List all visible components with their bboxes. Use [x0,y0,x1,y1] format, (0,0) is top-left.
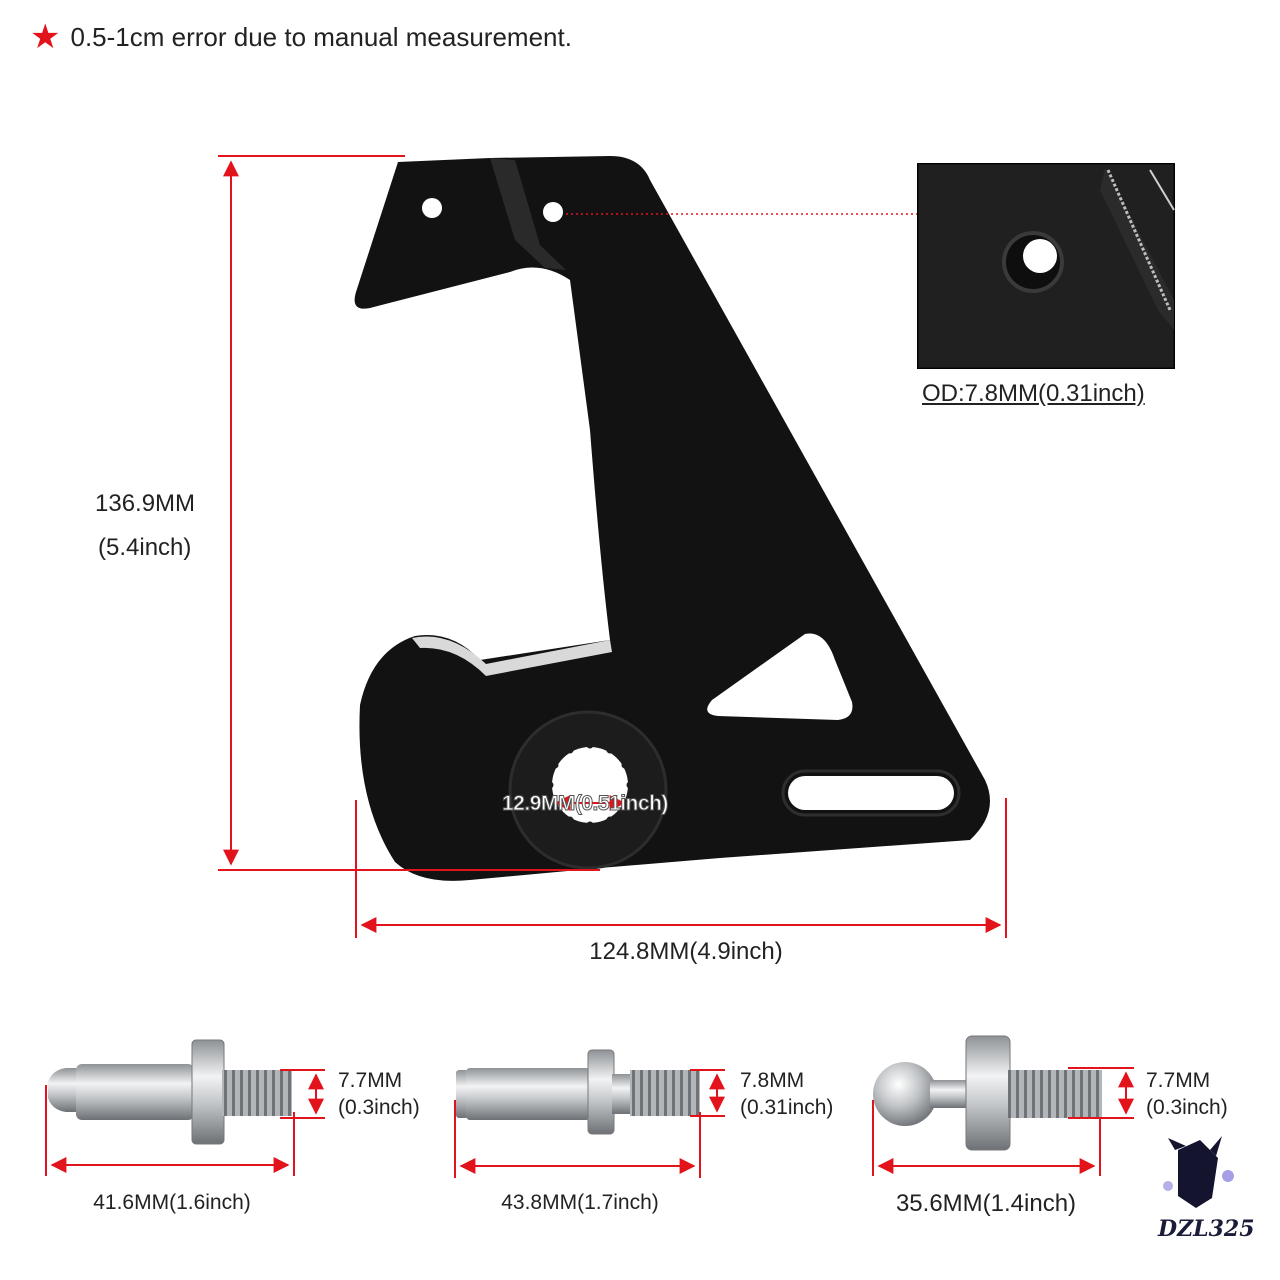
stud-3-diameter-inch: (0.3inch) [1146,1096,1228,1119]
stud-3-length: 35.6MM(1.4inch) [895,1190,1077,1217]
hole-detail-inset [917,163,1175,369]
stud-1 [45,1039,325,1176]
stud-3-diameter-mm: 7.7MM [1146,1069,1211,1092]
measurement-note-text: 0.5-1cm error due to manual measurement. [70,21,572,52]
width-dimension [355,798,1007,938]
measurement-note: ★ 0.5-1cm error due to manual measuremen… [30,20,572,54]
mount-hole-right [543,202,563,222]
height-label-inch: (5.4inch) [98,534,192,561]
stud-2-diameter-inch: (0.31inch) [740,1096,834,1119]
height-label-mm: 136.9MM [95,490,196,517]
stud-2-diameter-mm: 7.8MM [740,1069,805,1092]
stud-1-length: 41.6MM(1.6inch) [93,1191,251,1214]
mount-hole-left [422,198,442,218]
triangle-cutout [707,633,853,720]
brand-logo-text: DZL325 [1158,1216,1255,1242]
stud-1-diameter-mm: 7.7MM [338,1069,403,1092]
stud-2-length: 43.8MM(1.7inch) [501,1191,659,1214]
spline-label: 12.9MM(0.51inch) [502,792,669,816]
brand-logo-icon [1163,1136,1234,1208]
stud-3 [872,1035,1134,1176]
stud-2 [454,1049,725,1178]
height-dimension [218,155,600,871]
star-icon: ★ [30,18,61,56]
brake-bracket [354,156,991,881]
width-label: 124.8MM(4.9inch) [589,938,783,965]
stud-1-diameter-inch: (0.3inch) [338,1096,420,1119]
hole-detail-label: OD:7.8MM(0.31inch) [922,380,1145,407]
adjustment-slot [788,776,954,810]
